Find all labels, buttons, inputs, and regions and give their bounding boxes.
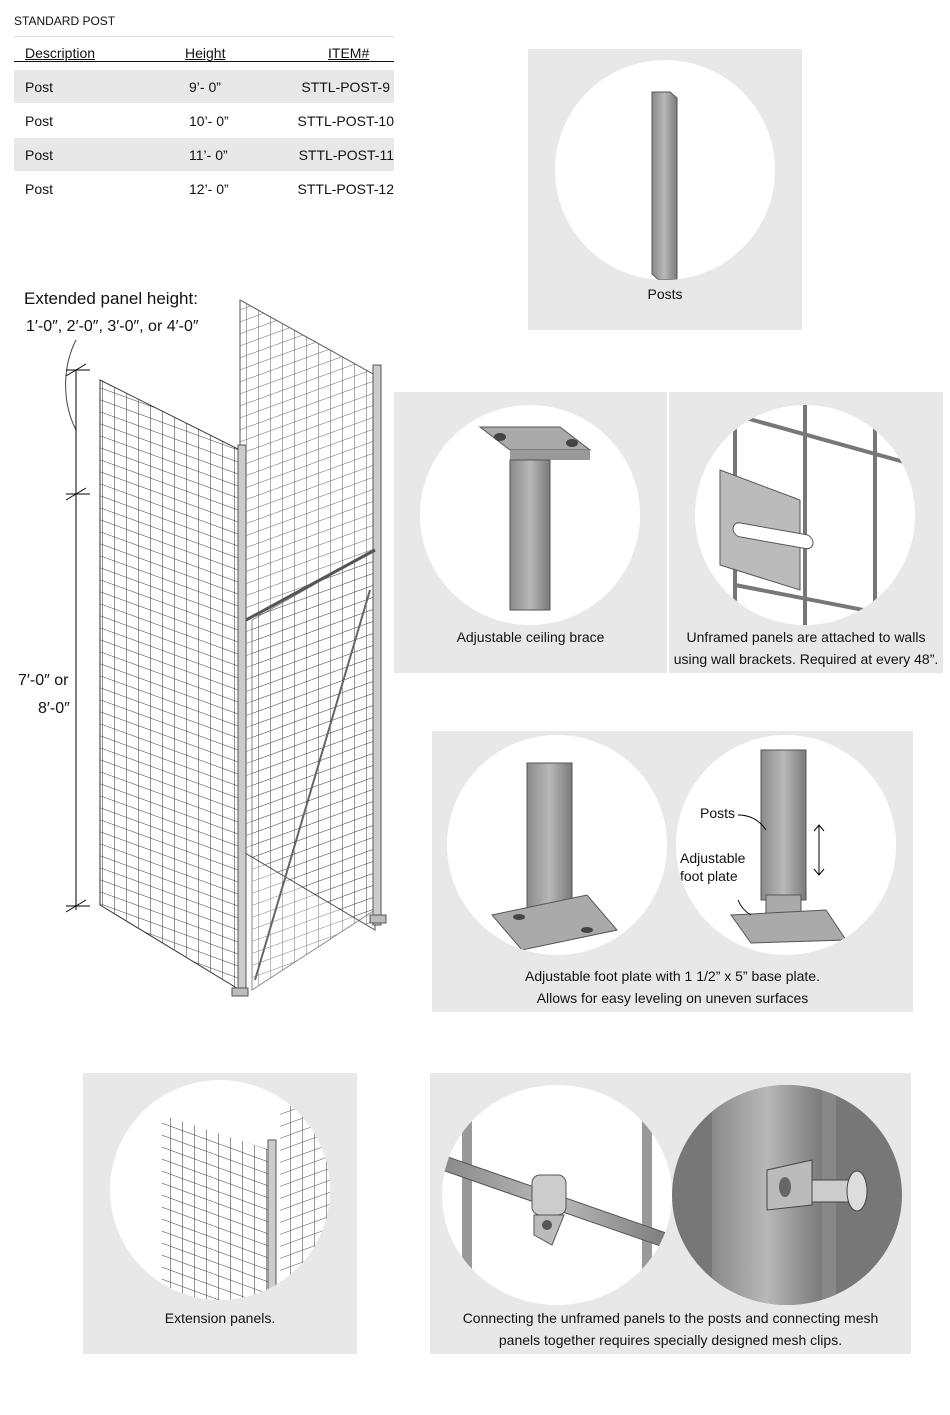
wall-bracket-caption-2: using wall brackets. Required at every 4… [673, 651, 939, 667]
header-description: Description [25, 45, 96, 61]
table-row: Post 10’- 0” STTL-POST-10 [14, 104, 394, 137]
label-posts: Posts [700, 805, 736, 821]
cell-description: Post [25, 113, 54, 129]
cell-height: 12’- 0” [189, 181, 229, 197]
posts-caption: Posts [647, 286, 683, 302]
foot-plate-caption-2: Allows for easy leveling on uneven surfa… [536, 990, 809, 1006]
extension-image [110, 1080, 330, 1300]
mesh-clips-panel: Connecting the unframed panels to the po… [430, 1073, 911, 1354]
extension-panel: Extension panels. [83, 1073, 357, 1354]
foot-plate-image [447, 735, 667, 955]
table-row: Post 9’- 0” STTL-POST-9 [14, 70, 394, 103]
height-label-2: 8′-0″ [38, 700, 70, 717]
label-foot-plate: foot plate [680, 868, 738, 884]
cell-height: 10’- 0” [189, 113, 229, 129]
header-item: ITEM# [328, 45, 370, 61]
height-label-1: 7′-0″ or [18, 672, 69, 689]
mesh-clips-caption-2: panels together requires specially desig… [498, 1332, 843, 1348]
cell-description: Post [25, 79, 54, 95]
foot-plate-caption-1: Adjustable foot plate with 1 1/2” x 5” b… [525, 968, 820, 984]
extended-values: 1′-0″, 2′-0″, 3′-0″, or 4′-0″ [26, 318, 199, 335]
wall-bracket-panel: Unframed panels are attached to walls us… [669, 392, 943, 673]
cell-description: Post [25, 147, 54, 163]
cell-item: STTL-POST-9 [301, 79, 390, 95]
ceiling-brace-image [420, 405, 640, 625]
divider [14, 36, 394, 37]
adjustable-post-image: Posts Adjustable foot plate [676, 735, 896, 955]
cage-illustration [65, 299, 387, 997]
wall-bracket-image [695, 405, 915, 625]
ceiling-brace-panel: Adjustable ceiling brace [394, 392, 667, 673]
cell-item: STTL-POST-11 [298, 147, 394, 163]
cell-height: 9’- 0” [189, 79, 221, 95]
mesh-clips-caption-1: Connecting the unframed panels to the po… [462, 1310, 879, 1326]
posts-panel: Posts [528, 49, 802, 330]
posts-image [555, 60, 775, 280]
label-adjustable: Adjustable [680, 850, 746, 866]
extension-caption: Extension panels. [164, 1310, 276, 1326]
table-title: STANDARD POST [14, 14, 116, 28]
extended-title: Extended panel height: [24, 289, 198, 308]
cell-height: 11’- 0” [189, 147, 228, 163]
cell-item: STTL-POST-12 [297, 181, 394, 197]
header-height: Height [185, 45, 226, 61]
table-row: Post 12’- 0” STTL-POST-12 [14, 172, 394, 205]
mesh-clip-image [442, 1085, 672, 1305]
table-row: Post 11’- 0” STTL-POST-11 [14, 138, 394, 171]
foot-plate-panel: Posts Adjustable foot plate Adjustable f… [432, 731, 913, 1012]
cell-item: STTL-POST-10 [297, 113, 394, 129]
post-clip-image [672, 1085, 902, 1305]
cell-description: Post [25, 181, 54, 197]
ceiling-brace-caption: Adjustable ceiling brace [456, 629, 605, 645]
wall-bracket-caption-1: Unframed panels are attached to walls [686, 629, 926, 645]
header-rule [14, 61, 394, 62]
